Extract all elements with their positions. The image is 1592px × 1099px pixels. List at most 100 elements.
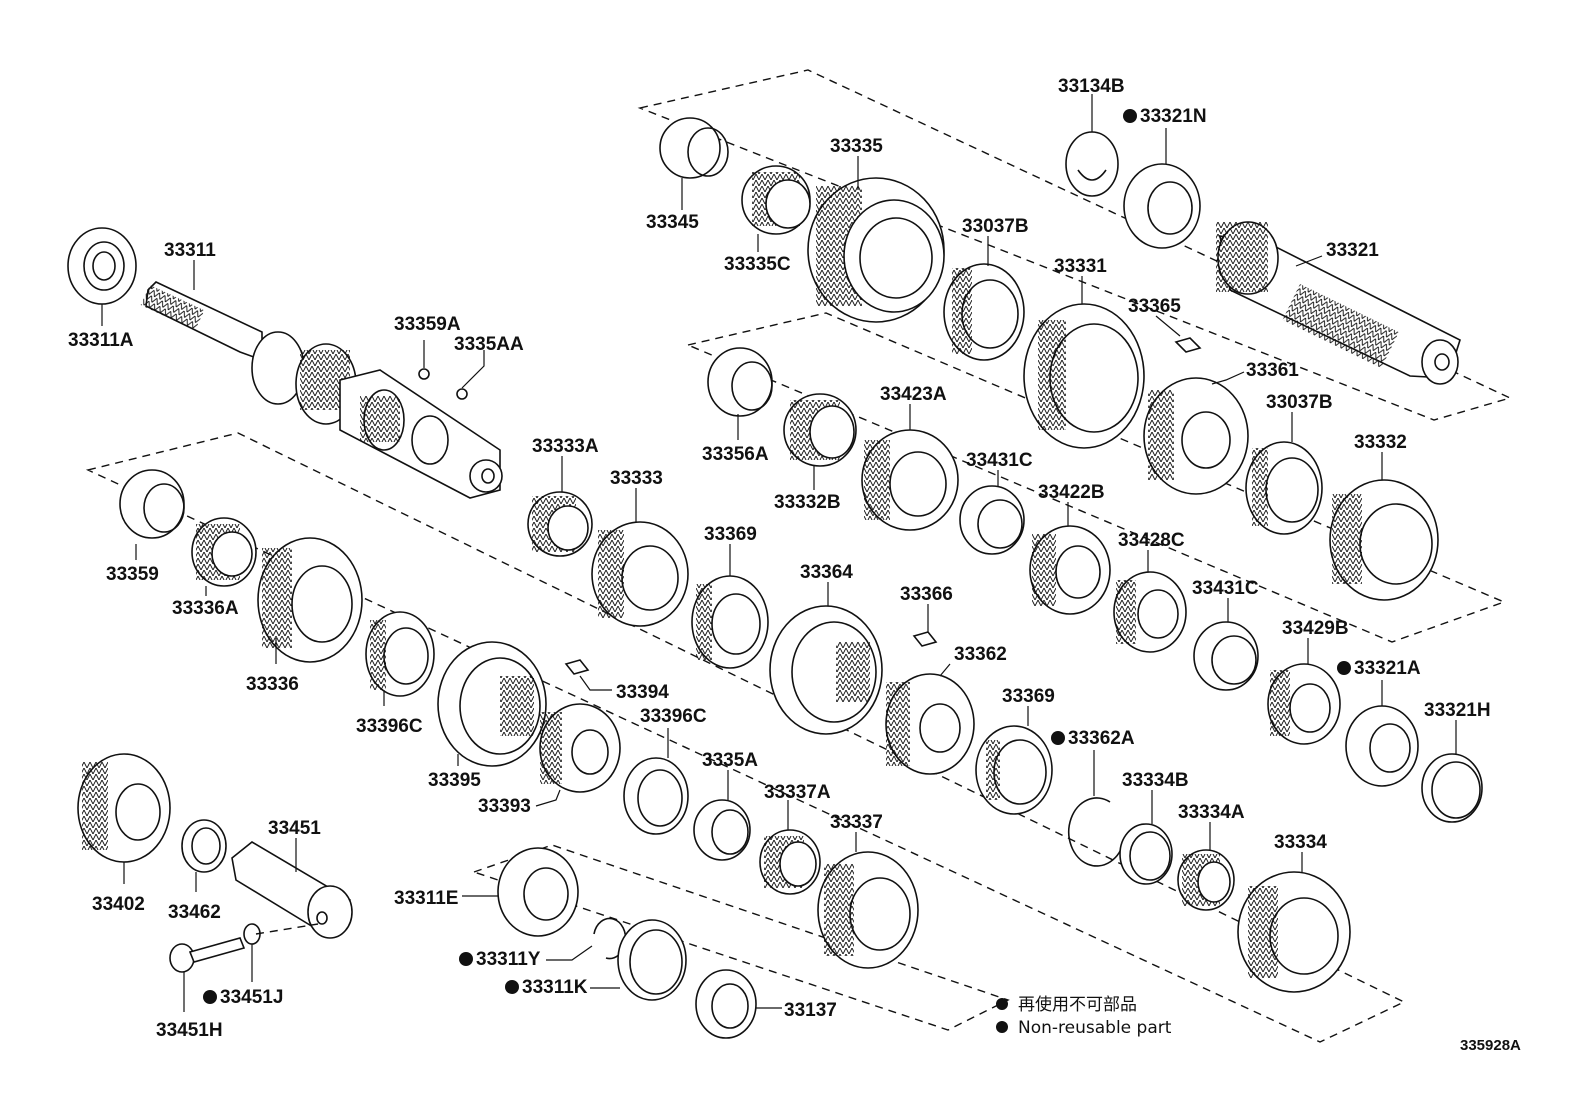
part-label: 33334B [1122, 770, 1189, 791]
spacer-33137 [695, 969, 757, 1039]
bushing-33345 [659, 117, 729, 179]
key-33394 [564, 659, 590, 675]
part-label: 33451H [156, 1020, 223, 1041]
part-label: 33334 [1274, 832, 1327, 853]
synchro-ring-33396C-a [365, 611, 435, 697]
legend-dot [996, 1021, 1008, 1033]
part-label: 33321A [1354, 658, 1421, 679]
part-label: 33037B [962, 216, 1029, 237]
part-label: 33428C [1118, 530, 1185, 551]
bushing-33359 [119, 469, 185, 539]
part-graphics [67, 117, 1483, 1039]
gear-33429B [1267, 663, 1341, 745]
part-label: 33134B [1058, 76, 1125, 97]
sleeve-33395 [437, 641, 547, 767]
non-reusable-dot [459, 952, 473, 966]
gear-33333 [591, 521, 689, 627]
synchro-ring-33037B-lower [1245, 441, 1323, 535]
part-label: 33336A [172, 598, 239, 619]
part-label: 33431C [1192, 578, 1259, 599]
part-label: 33369 [704, 524, 757, 545]
gear-33337 [817, 851, 919, 969]
part-label: 33394 [616, 682, 669, 703]
assembly-line-33451 [255, 923, 319, 935]
legend-dot [996, 998, 1008, 1010]
gear-33402 [77, 753, 171, 863]
synchro-ring-33369-a [691, 575, 769, 669]
needle-bearing-33337A [759, 829, 821, 895]
ring-33321H [1421, 753, 1483, 823]
bearing-33311E [497, 847, 579, 937]
ring-33334B [1119, 823, 1173, 885]
non-reusable-dot [1051, 731, 1065, 745]
part-label: 33332 [1354, 432, 1407, 453]
part-label: 33365 [1128, 296, 1181, 317]
part-label: 33311 [164, 240, 216, 261]
part-label: 33359 [106, 564, 159, 585]
part-label: 33334A [1178, 802, 1245, 823]
part-label: 33451J [220, 987, 283, 1008]
gear-33423A [861, 429, 959, 531]
part-label: 33364 [800, 562, 853, 583]
part-label: 33335C [724, 254, 791, 275]
gear-33333A-bearing [527, 491, 593, 557]
mainshaft-gear-group [85, 432, 1406, 1043]
part-label: 33311A [68, 330, 134, 351]
part-label: 33337 [830, 812, 883, 833]
part-label: 33423A [880, 384, 947, 405]
countershaft-lower-group [685, 312, 1506, 643]
part-label: 33331 [1054, 256, 1107, 277]
part-label: 33422B [1038, 482, 1105, 503]
part-label: 33451 [268, 818, 321, 839]
part-label: 33333 [610, 468, 663, 489]
part-label: 33356A [702, 444, 769, 465]
part-label: 33366 [900, 584, 953, 605]
countershaft-upper-group [637, 69, 1512, 421]
idler-shaft-33451 [231, 841, 353, 939]
part-label: 33396C [640, 706, 707, 727]
part-label: 33321H [1424, 700, 1491, 721]
bearing-33321A [1345, 705, 1419, 787]
part-label: 3335A [702, 750, 758, 771]
key-33365 [1174, 337, 1202, 353]
bolt-33451H [169, 937, 246, 973]
part-label: 33369 [1002, 686, 1055, 707]
bearing-33321N [1123, 163, 1201, 249]
ring-33311K [617, 919, 687, 1001]
part-label: 33311K [522, 977, 588, 998]
needle-bearing-33336A [191, 517, 257, 587]
bushing-33431C-b [1193, 621, 1259, 691]
part-label: 33362 [954, 644, 1007, 665]
part-label: 33335 [830, 136, 883, 157]
gear-33332 [1329, 479, 1439, 601]
legend-english: Non-reusable part [1018, 1018, 1172, 1038]
gear-33422B [1029, 525, 1111, 615]
part-label: 33311E [394, 888, 458, 909]
part-label: 3335AA [454, 334, 524, 355]
diagram-code: 335928A [1460, 1037, 1521, 1054]
washer-33462 [181, 819, 227, 873]
gear-33335 [807, 177, 945, 323]
bearing-33311A [67, 227, 137, 305]
part-label: 33336 [246, 674, 299, 695]
snap-ring-33311Y [593, 917, 627, 960]
part-label: 33393 [478, 796, 531, 817]
needle-bearing-33335C [741, 165, 811, 235]
part-label: 33462 [168, 902, 221, 923]
legend-japanese: 再使用不可部品 [1018, 994, 1137, 1015]
non-reusable-dot [505, 980, 519, 994]
ball-3335AA [456, 388, 468, 400]
part-label: 33321N [1140, 106, 1207, 127]
needle-bearing-33334A [1177, 849, 1235, 911]
bushing-33431C-a [959, 485, 1025, 555]
part-label: 33345 [646, 212, 699, 233]
part-labels: 33311A 33311 33359A 3335AA 33345 33335C … [68, 76, 1491, 1041]
part-label: 33333A [532, 436, 599, 457]
hub-33393 [539, 703, 621, 793]
part-label: 33037B [1266, 392, 1333, 413]
ball-33359A [418, 368, 430, 380]
part-label: 33337A [764, 782, 831, 803]
clip-33134B [1065, 131, 1119, 197]
synchro-ring-33396C-b [623, 757, 689, 835]
input-shaft-33311 [140, 281, 503, 499]
